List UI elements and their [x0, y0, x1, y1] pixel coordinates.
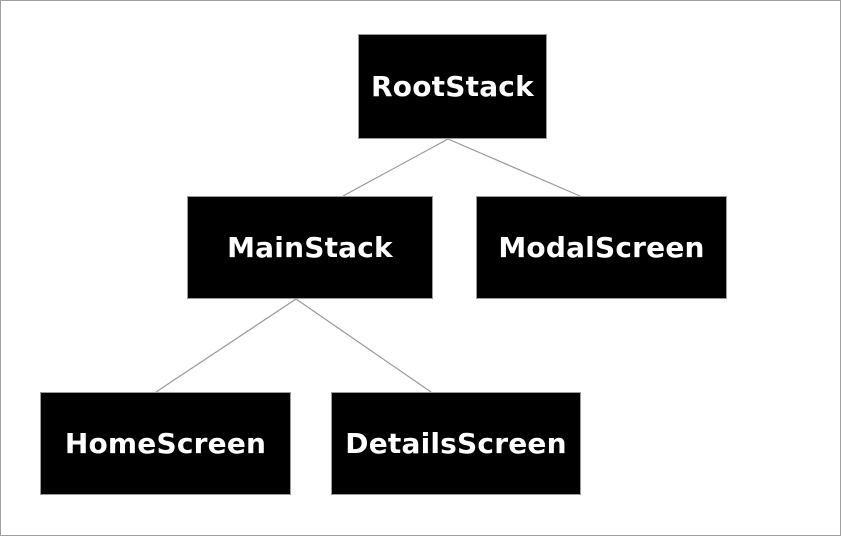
node-mainstack[interactable]: MainStack: [187, 196, 433, 299]
node-detailsscreen[interactable]: DetailsScreen: [331, 392, 581, 495]
edge-mainstack-to-detailsscreen: [295, 298, 432, 393]
edge-mainstack-to-homescreen: [155, 298, 297, 393]
node-modalscreen[interactable]: ModalScreen: [476, 196, 727, 299]
node-label-rootstack: RootStack: [371, 69, 534, 103]
node-label-modalscreen: ModalScreen: [498, 230, 705, 264]
node-label-homescreen: HomeScreen: [64, 426, 267, 460]
node-label-detailsscreen: DetailsScreen: [345, 426, 567, 460]
node-label-mainstack: MainStack: [227, 230, 393, 264]
edge-rootstack-to-modalscreen: [447, 138, 581, 197]
node-rootstack[interactable]: RootStack: [358, 34, 547, 139]
edge-rootstack-to-mainstack: [342, 138, 449, 197]
node-homescreen[interactable]: HomeScreen: [40, 392, 291, 495]
